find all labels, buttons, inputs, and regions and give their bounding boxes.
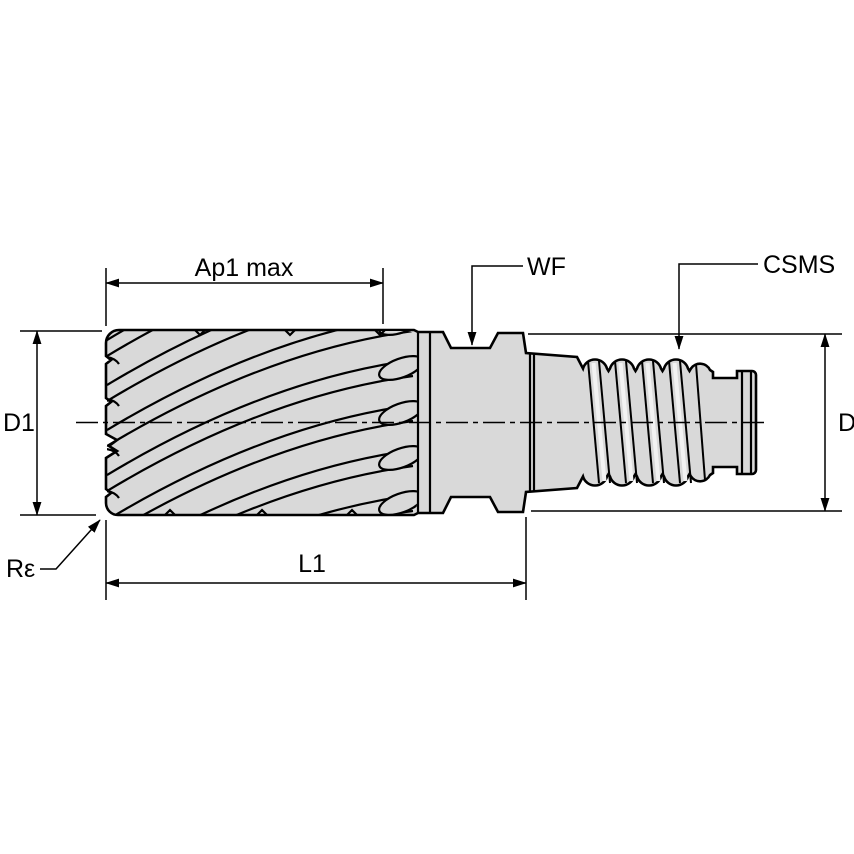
thread-flank-line <box>587 360 600 484</box>
l1-label: L1 <box>298 550 326 578</box>
flute-line <box>107 331 414 402</box>
corner-radius-label: Rε <box>6 555 35 583</box>
dimension-d1: D1 <box>3 330 102 516</box>
flute-line <box>107 403 414 514</box>
leader-corner-radius: Rε <box>6 519 101 583</box>
flute-lobe <box>378 355 417 381</box>
dimension-ap1max: Ap1 max <box>105 254 384 326</box>
flute-line <box>107 331 414 386</box>
thread-flank-line <box>695 363 706 481</box>
flute-line <box>107 509 414 514</box>
flute-line <box>107 331 414 357</box>
flute-lobe <box>378 445 417 471</box>
dimension-l1: L1 <box>105 517 527 600</box>
flute-line <box>107 374 414 492</box>
wf-label: WF <box>527 253 566 281</box>
flute-line <box>107 331 414 447</box>
wf-leader-line <box>467 265 523 346</box>
flute-line <box>107 331 414 431</box>
flute-lobe <box>378 490 417 514</box>
leader-wf: WF <box>467 253 566 346</box>
corner-radius-leader-line <box>40 519 101 570</box>
flute-line <box>107 419 414 514</box>
flute-runout-lobes <box>378 331 417 514</box>
flute-line <box>107 448 414 514</box>
flute-lobe <box>378 400 417 426</box>
thread-flank-line <box>614 360 627 484</box>
d1-label: D1 <box>3 409 35 437</box>
cutter-head-flutes <box>107 331 417 514</box>
flute-line <box>107 464 414 514</box>
flute-edge-nicks <box>164 329 386 516</box>
csms-leader-line <box>674 263 758 350</box>
csms-label: CSMS <box>763 251 835 279</box>
flute-line <box>107 358 414 476</box>
tooth-edge-lines <box>107 355 120 499</box>
ap1max-label: Ap1 max <box>195 254 294 282</box>
d-label: D <box>838 409 854 437</box>
flute-line <box>107 493 414 514</box>
leader-csms: CSMS <box>674 251 835 350</box>
dimension-d: D <box>528 333 854 512</box>
flute-lobe <box>378 331 417 336</box>
